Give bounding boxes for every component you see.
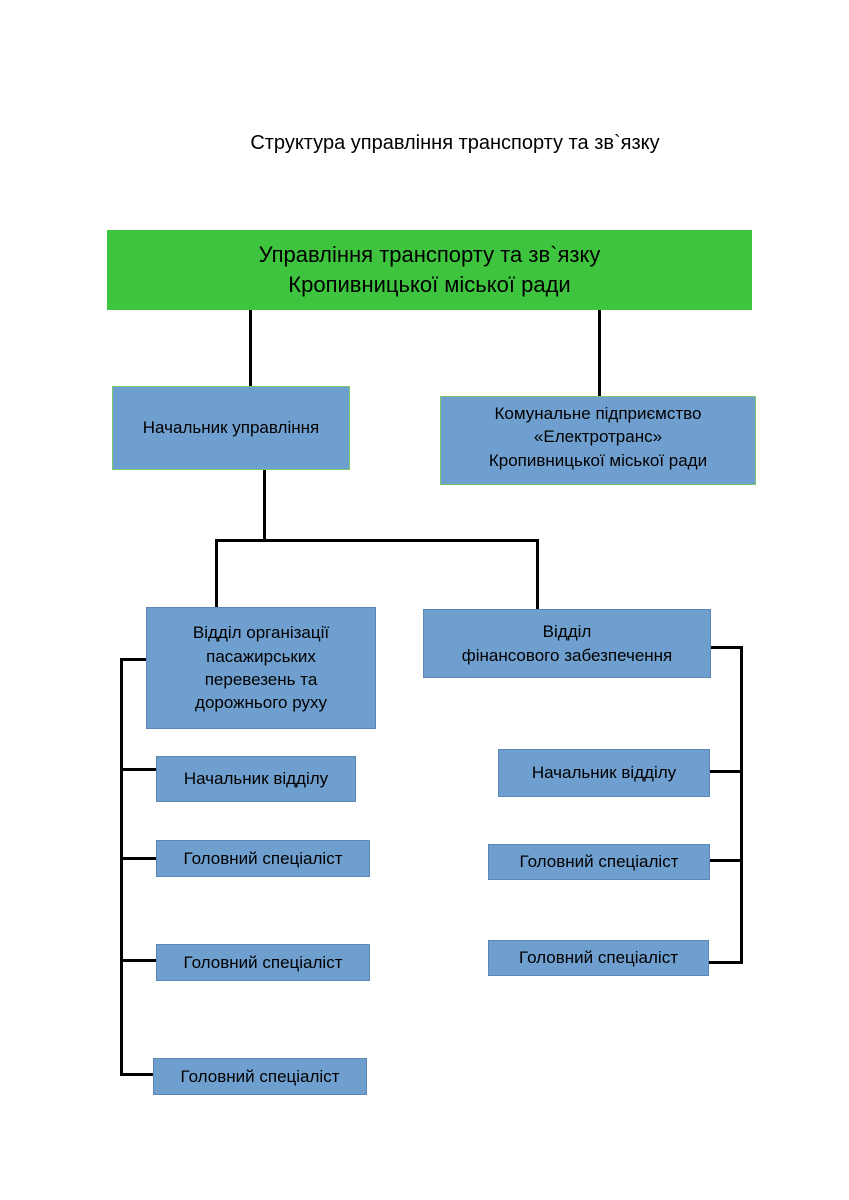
enterprise-line-2: «Електротранс»: [533, 427, 663, 447]
root-box: Управління транспорту та зв`язку Кропивн…: [107, 230, 752, 310]
staff-label: Начальник відділу: [531, 763, 677, 783]
finance-staff-head: Начальник відділу: [498, 749, 710, 797]
staff-label: Головний спеціаліст: [519, 948, 678, 968]
dept-transport-line-2: пасажирських: [206, 646, 316, 666]
connector-to-dept-finance: [536, 539, 539, 609]
dept-finance-line-1: Відділ: [542, 622, 592, 642]
transport-staff-head: Начальник відділу: [156, 756, 356, 802]
right-bracket-spine: [740, 646, 743, 964]
transport-staff-specialist-2: Головний спеціаліст: [156, 944, 370, 981]
connector-departments-bus: [215, 539, 539, 542]
connector-head-down: [263, 470, 266, 541]
finance-staff-specialist-1: Головний спеціаліст: [488, 844, 710, 880]
staff-label: Головний спеціаліст: [183, 848, 343, 868]
page-title: Структура управління транспорту та зв`яз…: [250, 132, 660, 154]
transport-staff-specialist-3: Головний спеціаліст: [153, 1058, 367, 1095]
staff-label: Головний спеціаліст: [180, 1066, 340, 1086]
root-line-2: Кропивницької міської ради: [288, 272, 571, 297]
dept-transport-line-3: перевезень та: [204, 670, 318, 689]
left-tick-4: [120, 1073, 154, 1076]
root-line-1: Управління транспорту та зв`язку: [258, 241, 601, 267]
transport-staff-specialist-1: Головний спеціаліст: [156, 840, 370, 877]
dept-transport-box: Відділ організації пасажирських перевезе…: [146, 607, 376, 729]
dept-finance-line-2: фінансового забезпечення: [461, 645, 673, 665]
enterprise-box: Комунальне підприємство «Електротранс» К…: [440, 396, 756, 485]
dept-transport-line-4: дорожнього руху: [195, 693, 327, 713]
dept-transport-line-1: Відділ організації: [192, 623, 330, 643]
connector-root-to-enterprise: [598, 310, 601, 396]
head-label: Начальник управління: [142, 418, 320, 438]
left-tick-3: [120, 959, 157, 962]
enterprise-line-1: Комунальне підприємство: [494, 404, 702, 423]
right-bracket-top: [710, 646, 743, 649]
left-tick-2: [120, 857, 157, 860]
connector-root-to-head: [249, 310, 252, 387]
head-box: Начальник управління: [112, 386, 350, 470]
right-tick-3: [708, 961, 743, 964]
enterprise-line-3: Кропивницької міської ради: [488, 450, 708, 470]
finance-staff-specialist-2: Головний спеціаліст: [488, 940, 709, 976]
dept-finance-box: Відділ фінансового забезпечення: [423, 609, 711, 678]
right-tick-2: [710, 859, 743, 862]
left-bracket-top: [120, 658, 147, 661]
left-bracket-spine: [120, 658, 123, 1076]
staff-label: Головний спеціаліст: [519, 852, 679, 872]
staff-label: Головний спеціаліст: [183, 952, 343, 972]
right-tick-1: [710, 770, 743, 773]
connector-to-dept-transport: [215, 539, 218, 607]
left-tick-1: [120, 768, 157, 771]
staff-label: Начальник відділу: [183, 769, 329, 789]
